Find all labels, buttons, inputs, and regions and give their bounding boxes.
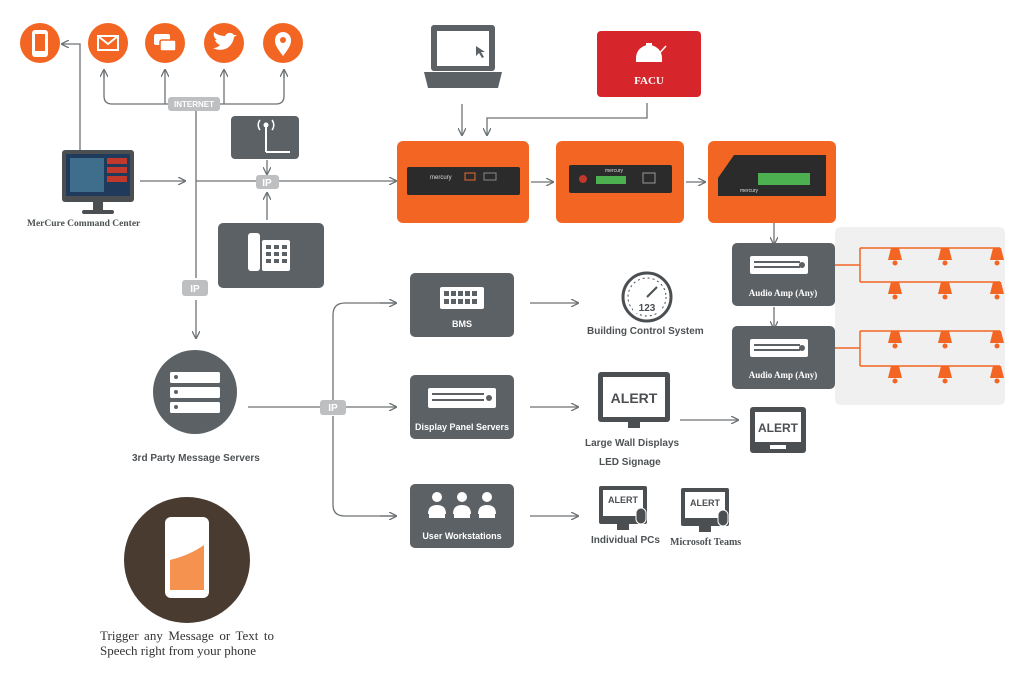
trigger-description: Trigger any Message or Text to Speech ri…	[100, 628, 274, 658]
speaker-icon-base	[892, 294, 898, 300]
speaker-icon	[938, 331, 952, 343]
ceiling-speakers	[888, 248, 1004, 384]
svg-text:ALERT: ALERT	[608, 495, 638, 505]
display-panel-servers-box[interactable]: Display Panel Servers	[410, 375, 514, 439]
location-pin-icon	[263, 23, 303, 63]
microsoft-teams-label: Microsoft Teams	[670, 537, 742, 548]
speaker-zone-background	[835, 227, 1005, 405]
gauge-icon: 123	[621, 271, 673, 323]
email-icon	[88, 23, 128, 63]
laptop-icon	[424, 25, 502, 88]
svg-text:ALERT: ALERT	[690, 498, 720, 508]
speaker-icon-base	[942, 294, 948, 300]
ip-tag-servers: IP	[320, 400, 346, 415]
speaker-icon	[888, 248, 902, 260]
ip-tag-vertical: IP	[182, 280, 208, 296]
svg-text:123: 123	[639, 303, 656, 314]
speaker-icon	[990, 366, 1004, 378]
led-signage-icon: ALERT	[750, 407, 806, 453]
large-wall-displays-label: Large Wall Displays	[585, 438, 680, 449]
svg-text:IP: IP	[190, 284, 200, 295]
svg-text:mercury: mercury	[605, 168, 624, 174]
command-center-monitor-icon	[62, 150, 134, 214]
speaker-icon-base	[892, 378, 898, 384]
audio-amp-1: Audio Amp (Any)	[732, 243, 835, 306]
facu-panel: FACU	[597, 31, 701, 97]
svg-text:ALERT: ALERT	[611, 390, 658, 406]
speaker-icon-base	[892, 260, 898, 266]
svg-text:BMS: BMS	[452, 319, 472, 329]
teams-pc-icon: ALERT	[681, 488, 729, 532]
svg-text:Audio Amp (Any): Audio Amp (Any)	[749, 288, 818, 298]
mobile-trigger-icon	[124, 497, 250, 623]
desk-phone-icon	[218, 223, 324, 288]
third-party-servers-label: 3rd Party Message Servers	[132, 453, 260, 464]
phone-icon	[20, 23, 60, 63]
twitter-icon	[204, 23, 244, 63]
audio-amp-2: Audio Amp (Any)	[732, 326, 835, 389]
svg-text:mercury: mercury	[740, 188, 759, 194]
ip-tag-main: IP	[256, 175, 279, 189]
svg-text:Display Panel Servers: Display Panel Servers	[415, 422, 509, 432]
building-control-label: Building Control System	[587, 326, 704, 337]
speaker-icon	[938, 366, 952, 378]
chat-icon	[145, 23, 185, 63]
speaker-icon	[990, 331, 1004, 343]
speaker-icon-base	[994, 260, 1000, 266]
speaker-icon-base	[892, 343, 898, 349]
speaker-icon	[990, 248, 1004, 260]
speaker-icon-base	[994, 378, 1000, 384]
bms-box[interactable]: BMS	[410, 273, 514, 337]
svg-text:INTERNET: INTERNET	[174, 100, 214, 109]
speaker-icon-base	[994, 294, 1000, 300]
command-center-label: MerCure Command Center	[27, 219, 141, 229]
svg-text:FACU: FACU	[634, 75, 664, 87]
speaker-icon-base	[942, 378, 948, 384]
speaker-icon-base	[942, 343, 948, 349]
speaker-icon	[938, 282, 952, 294]
mercury-device-3: mercury	[708, 141, 836, 223]
svg-text:User Workstations: User Workstations	[422, 531, 501, 541]
server-stack-icon	[153, 350, 237, 434]
svg-text:IP: IP	[328, 403, 338, 414]
speaker-icon	[888, 366, 902, 378]
speaker-icon	[990, 282, 1004, 294]
svg-text:ALERT: ALERT	[758, 421, 799, 435]
led-signage-label: LED Signage	[599, 457, 661, 468]
mercury-device-2: mercury	[556, 141, 684, 223]
mercury-device-1: mercury	[397, 141, 529, 223]
individual-pcs-label: Individual PCs	[591, 535, 660, 546]
internet-tag: INTERNET	[168, 97, 220, 111]
individual-pc-icon: ALERT	[599, 486, 647, 530]
antenna-icon	[231, 116, 299, 159]
speaker-icon	[888, 331, 902, 343]
speaker-icon-base	[942, 260, 948, 266]
speaker-icon	[938, 248, 952, 260]
svg-text:IP: IP	[262, 178, 272, 189]
svg-text:Audio Amp (Any): Audio Amp (Any)	[749, 370, 818, 380]
speaker-icon-base	[994, 343, 1000, 349]
user-workstations-box[interactable]: User Workstations	[410, 484, 514, 548]
svg-text:mercury: mercury	[430, 175, 452, 181]
speaker-icon	[888, 282, 902, 294]
large-wall-display-icon: ALERT	[598, 372, 670, 428]
